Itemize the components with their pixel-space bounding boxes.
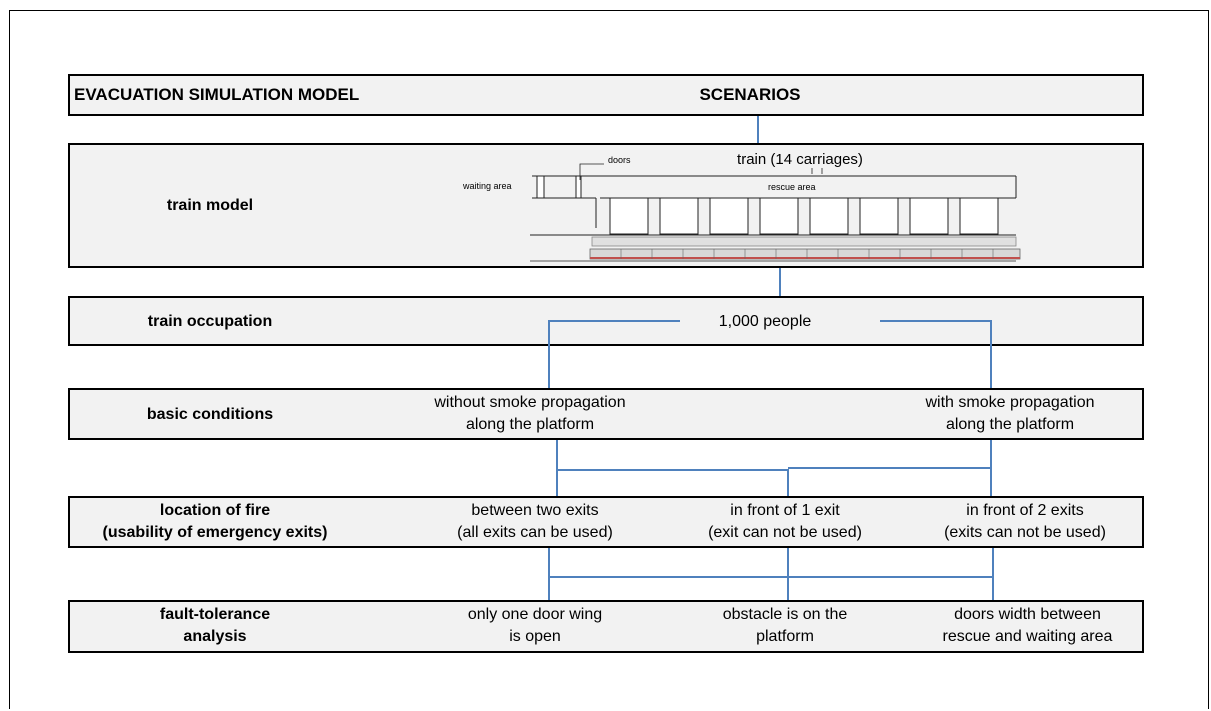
fault-tolerance-label-line2: analysis xyxy=(183,628,247,645)
fault-tolerance-band: fault-tolerance analysis only one door w… xyxy=(68,600,1144,653)
location-of-fire-label: location of fire (usability of emergency… xyxy=(70,500,360,544)
location-of-fire-band: location of fire (usability of emergency… xyxy=(68,496,1144,548)
fault-one-door-wing-line2: is open xyxy=(509,628,561,645)
train-occupation-label: train occupation xyxy=(147,313,273,330)
header-band: EVACUATION SIMULATION MODEL SCENARIOS xyxy=(68,74,1144,116)
condition-without-smoke-line2: along the platform xyxy=(465,416,595,433)
model-title: EVACUATION SIMULATION MODEL xyxy=(74,85,360,104)
rescue-area-label: rescue area xyxy=(768,182,816,192)
basic-conditions-label: basic conditions xyxy=(146,406,274,423)
location-of-fire-label-line1: location of fire xyxy=(159,502,271,519)
condition-without-smoke: without smoke propagation along the plat… xyxy=(400,392,660,436)
figure-frame xyxy=(9,10,1209,709)
occupation-value: 1,000 people xyxy=(718,313,812,330)
fault-tolerance-label: fault-tolerance analysis xyxy=(70,604,360,648)
train-occupation-band: train occupation 1,000 people xyxy=(68,296,1144,346)
location-of-fire-label-line2: (usability of emergency exits) xyxy=(102,524,328,541)
fire-in-front-of-1-exit-line1: in front of 1 exit xyxy=(730,502,840,519)
fire-between-two-exits: between two exits (all exits can be used… xyxy=(420,500,650,544)
fault-obstacle-on-platform-line2: platform xyxy=(756,628,814,645)
condition-without-smoke-line1: without smoke propagation xyxy=(434,394,626,411)
fault-doors-width-line1: doors width between xyxy=(954,606,1101,623)
train-model-band: train model xyxy=(68,143,1144,268)
fault-one-door-wing: only one door wing is open xyxy=(420,604,650,648)
condition-with-smoke-line2: along the platform xyxy=(945,416,1075,433)
scenarios-title: SCENARIOS xyxy=(699,85,801,104)
condition-with-smoke-line1: with smoke propagation xyxy=(925,394,1095,411)
fault-doors-width: doors width between rescue and waiting a… xyxy=(910,604,1145,648)
fire-in-front-of-2-exits-line2: (exits can not be used) xyxy=(944,524,1106,541)
fire-between-two-exits-line1: between two exits xyxy=(471,502,599,519)
train-carriages-label: train (14 carriages) xyxy=(737,151,863,168)
fire-in-front-of-1-exit-line2: (exit can not be used) xyxy=(708,524,862,541)
basic-conditions-band: basic conditions without smoke propagati… xyxy=(68,388,1144,440)
fault-tolerance-label-line1: fault-tolerance xyxy=(159,606,271,623)
condition-with-smoke: with smoke propagation along the platfor… xyxy=(880,392,1140,436)
fire-in-front-of-2-exits-line1: in front of 2 exits xyxy=(966,502,1084,519)
fire-in-front-of-1-exit: in front of 1 exit (exit can not be used… xyxy=(670,500,900,544)
fire-between-two-exits-line2: (all exits can be used) xyxy=(457,524,613,541)
fault-obstacle-on-platform-line1: obstacle is on the xyxy=(722,606,848,623)
doors-label: doors xyxy=(608,155,631,165)
train-model-label: train model xyxy=(166,197,254,214)
waiting-area-label: waiting area xyxy=(463,181,512,191)
fault-obstacle-on-platform: obstacle is on the platform xyxy=(670,604,900,648)
fire-in-front-of-2-exits: in front of 2 exits (exits can not be us… xyxy=(910,500,1140,544)
fault-doors-width-line2: rescue and waiting area xyxy=(942,628,1113,645)
fault-one-door-wing-line1: only one door wing xyxy=(467,606,603,623)
